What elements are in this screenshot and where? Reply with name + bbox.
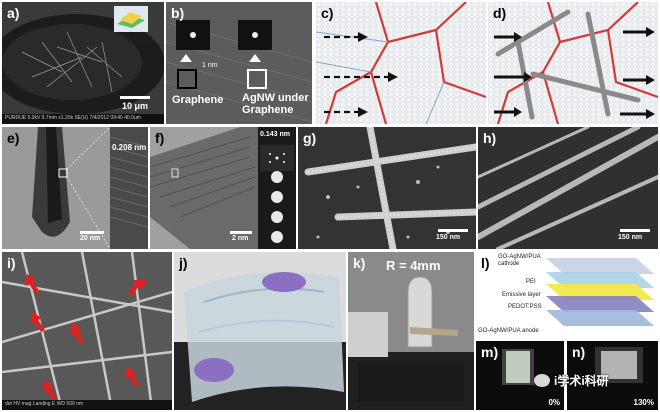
panel-f-scale-bar	[230, 231, 252, 234]
panel-a: a) Hybrid 1 10 μm PURDUE 5.0kV 9.7mm x1.…	[2, 2, 164, 124]
panel-f: f) 0.143 nm 2 nm	[150, 127, 296, 249]
panel-a-footer: PURDUE 5.0kV 9.7mm x1.20k SE(U) 7/4/2012…	[5, 115, 141, 121]
panel-b-graphene-label: Graphene	[172, 94, 224, 106]
panel-g-scale-label: 150 nm	[436, 234, 461, 241]
panel-n-image	[567, 341, 658, 410]
panel-k: k) R = 4mm	[348, 252, 474, 410]
panel-m: m) 0%	[476, 341, 564, 410]
panel-h-label: h)	[483, 130, 497, 146]
panel-b-image	[166, 2, 312, 124]
panel-b-label: b)	[171, 5, 185, 21]
panel-i: i) det HV mag Landing E WD 500 nm	[2, 252, 172, 410]
panel-m-label: m)	[481, 344, 499, 360]
panel-e-image	[2, 127, 148, 249]
panel-f-measure: 0.143 nm	[260, 131, 290, 138]
panel-l: l) GO-AgNW/PUA cathode PEI Emissive laye…	[476, 252, 658, 338]
panel-k-image	[348, 252, 474, 410]
panel-n-label: n)	[572, 344, 586, 360]
panel-a-scale-bar	[120, 96, 150, 99]
panel-c-label: c)	[321, 5, 334, 21]
panel-j-image	[174, 252, 346, 410]
panel-m-image	[476, 341, 564, 410]
panel-k-label: k)	[353, 255, 366, 271]
panel-b-agnw-label: AgNW under Graphene	[242, 92, 309, 116]
panel-g-image	[298, 127, 476, 249]
panel-l-diagram	[546, 258, 654, 326]
panel-i-footer: det HV mag Landing E WD 500 nm	[5, 401, 84, 407]
panel-l-layer-anode: GO-AgNW/PUA anode	[478, 328, 539, 334]
panel-f-scale-label: 2 nm	[232, 235, 249, 242]
panel-h-scale-bar	[620, 229, 650, 232]
panel-f-label: f)	[155, 130, 165, 146]
panel-d-label: d)	[493, 5, 507, 21]
panel-l-layer-cathode: GO-AgNW/PUA cathode	[498, 254, 541, 267]
panel-i-image	[2, 252, 172, 410]
panel-a-inset-label: Hybrid 1	[124, 35, 154, 44]
panel-m-strain: 0%	[548, 398, 560, 407]
watermark-text: i学术i科研	[554, 374, 609, 388]
panel-b: b) Graphene AgNW under Graphene 1 nm	[166, 2, 312, 124]
panel-a-label: a)	[7, 5, 20, 21]
panel-b-scale-label: 1 nm	[202, 62, 218, 69]
panel-g-label: g)	[303, 130, 317, 146]
panel-c-diagram	[316, 2, 486, 124]
panel-g-scale-bar	[438, 229, 468, 232]
panel-d: d)	[488, 2, 658, 124]
panel-a-scale-label: 10 μm	[122, 101, 149, 111]
panel-l-layer-pedot: PEDOT:PSS	[508, 304, 542, 310]
panel-h: h) 150 nm	[478, 127, 658, 249]
panel-e-scale-label: 20 nm	[80, 235, 101, 242]
panel-e-measure: 0.208 nm	[112, 143, 147, 152]
panel-n: n) 130%	[567, 341, 658, 410]
panel-l-layer-pei: PEI	[526, 279, 536, 285]
panel-n-strain: 130%	[633, 398, 654, 407]
watermark: i学术i科研	[534, 372, 609, 389]
panel-k-radius: R = 4mm	[386, 258, 441, 273]
panel-c: c)	[316, 2, 486, 124]
panel-e-label: e)	[7, 130, 20, 146]
panel-h-image	[478, 127, 658, 249]
panel-d-diagram	[488, 2, 658, 124]
panel-g: g) 150 nm	[298, 127, 476, 249]
panel-a-image	[2, 6, 164, 124]
wechat-icon	[534, 374, 550, 387]
panel-i-label: i)	[7, 255, 16, 271]
panel-e: e) 0.208 nm 20 nm	[2, 127, 148, 249]
panel-e-scale-bar	[80, 231, 104, 234]
panel-j-label: j)	[179, 255, 188, 271]
panel-l-label: l)	[481, 255, 490, 271]
panel-j: j)	[174, 252, 346, 410]
panel-h-scale-label: 150 nm	[618, 234, 643, 241]
panel-f-image	[150, 127, 296, 249]
panel-l-layer-emissive: Emissive layer	[502, 292, 541, 298]
